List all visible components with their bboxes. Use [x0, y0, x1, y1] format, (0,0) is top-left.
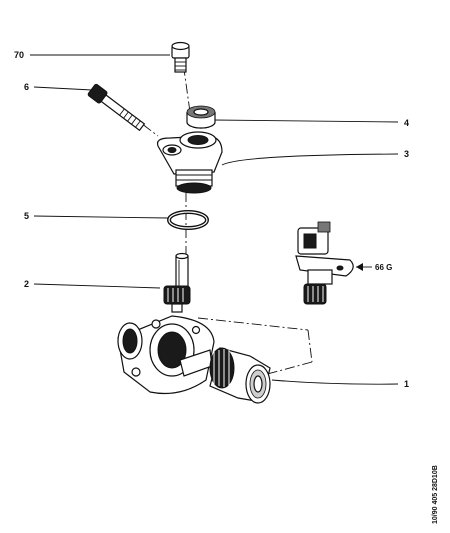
callout-6: 6: [24, 82, 93, 92]
drawing-reference-code: 10/90 405 28D10B: [432, 465, 439, 524]
callout-70: 70: [14, 50, 170, 60]
callout-label-6: 6: [24, 82, 29, 92]
o-ring-part-5: [167, 210, 209, 230]
reference-label: 66 G: [375, 263, 392, 272]
drive-housing-part-3: [156, 131, 223, 194]
callout-label-2: 2: [24, 279, 29, 289]
callout-1: 1: [271, 379, 409, 389]
callout-5: 5: [24, 211, 169, 221]
callout-label-70: 70: [14, 50, 24, 60]
callout-4: 4: [212, 118, 409, 128]
callout-3: 3: [221, 149, 409, 166]
bushing-part-4: [186, 105, 216, 129]
gear-sleeve-part-1: [209, 347, 271, 404]
bolt-part-70: [171, 41, 190, 73]
callout-label-5: 5: [24, 211, 29, 221]
speed-sensor: [295, 221, 354, 305]
callout-label-3: 3: [404, 149, 409, 159]
callout-label-1: 1: [404, 379, 409, 389]
flange-adaptor: [117, 315, 215, 395]
arrow-left-icon: [356, 263, 363, 271]
screw-part-6: [87, 83, 146, 132]
callout-label-4: 4: [404, 118, 409, 128]
callout-2: 2: [24, 279, 161, 289]
pinion-part-2: [163, 252, 191, 313]
sensor-reference-arrow: 66 G: [356, 263, 392, 272]
